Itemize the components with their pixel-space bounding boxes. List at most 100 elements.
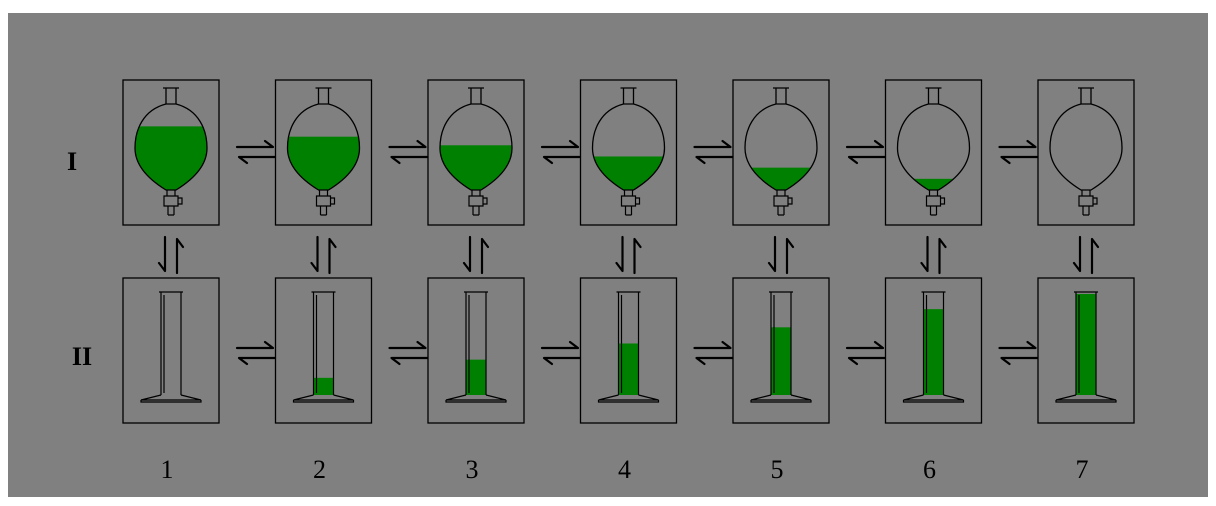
- horizontal-arrows-row2-2: [388, 340, 429, 366]
- funnel-neck: [163, 87, 179, 104]
- stopcock: [925, 190, 946, 216]
- horizontal-arrows-row1-1: [235, 139, 277, 165]
- horizontal-arrows-row2-6: [998, 340, 1039, 366]
- funnel-frame: [1037, 79, 1135, 226]
- funnel-liquid: [897, 178, 970, 190]
- horizontal-arrows-row1-6: [998, 139, 1039, 165]
- row-label-2: II: [72, 342, 92, 371]
- vessel-grid: [122, 79, 1135, 424]
- row-labels: I II: [67, 147, 92, 371]
- column-label-5: 5: [771, 455, 784, 484]
- funnel-neck: [315, 87, 332, 104]
- funnel-frame: [732, 79, 830, 226]
- cylinder-frame: [427, 277, 525, 424]
- funnel-frame: [579, 79, 678, 226]
- stopcock: [773, 190, 793, 216]
- vertical-arrows-5: [767, 235, 795, 275]
- funnel-body: [134, 103, 208, 191]
- cylinder-cell-5: [732, 277, 830, 424]
- cylinder-liquid: [1076, 294, 1096, 395]
- diagram-panel: I II 1 2 3 4 5 6 7: [8, 13, 1208, 497]
- cylinder-frame: [122, 277, 220, 424]
- funnel-cell-5: [732, 79, 830, 226]
- horizontal-arrows-row2-4: [693, 340, 734, 366]
- cylinder-base: [140, 394, 202, 403]
- cylinder-tube: [1074, 291, 1098, 395]
- column-label-7: 7: [1076, 455, 1089, 484]
- funnel-cell-6: [884, 79, 983, 226]
- cylinder-base: [445, 394, 507, 403]
- cylinder-base: [750, 394, 812, 403]
- cylinder-cell-6: [884, 277, 983, 424]
- cylinder-frame: [884, 277, 983, 424]
- cylinder-cell-2: [274, 277, 373, 424]
- horizontal-arrows-row2-3: [540, 340, 582, 366]
- funnel-cell-2: [274, 79, 373, 226]
- stopcock: [620, 190, 641, 216]
- cylinder-base: [1055, 394, 1117, 403]
- column-label-1: 1: [161, 455, 174, 484]
- cylinder-frame: [579, 277, 678, 424]
- funnel-frame: [427, 79, 525, 226]
- stopcock: [163, 190, 183, 216]
- funnel-liquid: [440, 145, 512, 190]
- cylinder-cell-3: [427, 277, 525, 424]
- vertical-arrows-4: [615, 235, 642, 275]
- cylinder-tube: [159, 291, 183, 395]
- funnel-body: [1049, 103, 1123, 191]
- funnel-cell-3: [427, 79, 525, 226]
- cylinder-liquid: [618, 343, 639, 395]
- column-labels: 1 2 3 4 5 6 7: [161, 455, 1089, 484]
- cylinder-frame: [732, 277, 830, 424]
- funnel-body: [591, 103, 666, 191]
- funnel-frame: [122, 79, 220, 226]
- cylinder-frame: [1037, 277, 1135, 424]
- cylinder-frame: [274, 277, 373, 424]
- cylinder-base: [597, 394, 660, 403]
- horizontal-arrows-row1-5: [845, 139, 887, 165]
- funnel-liquid: [592, 156, 665, 190]
- column-label-6: 6: [923, 455, 936, 484]
- funnel-neck: [620, 87, 637, 104]
- vertical-arrows-2: [310, 235, 337, 275]
- cylinder-liquid: [313, 377, 334, 395]
- funnel-body: [439, 103, 513, 191]
- funnel-neck: [773, 87, 789, 104]
- cylinder-liquid: [923, 309, 944, 395]
- arrow-layer: [157, 139, 1100, 366]
- cylinder-liquid: [466, 359, 486, 395]
- funnel-body: [896, 103, 971, 191]
- stopcock: [315, 190, 336, 216]
- cylinder-cell-7: [1037, 277, 1135, 424]
- funnel-liquid: [287, 136, 360, 190]
- cylinder-tube: [311, 291, 336, 395]
- cylinder-base: [292, 394, 355, 403]
- cylinder-tube: [921, 291, 946, 395]
- row-label-1: I: [67, 147, 77, 176]
- column-label-3: 3: [466, 455, 479, 484]
- funnel-frame: [274, 79, 373, 226]
- column-label-4: 4: [618, 455, 631, 484]
- funnel-cell-4: [579, 79, 678, 226]
- horizontal-arrows-row2-1: [235, 340, 277, 366]
- funnel-liquid: [135, 126, 207, 190]
- funnel-neck: [468, 87, 484, 104]
- funnel-neck: [925, 87, 942, 104]
- cylinder-tube: [464, 291, 488, 395]
- vertical-arrows-7: [1072, 235, 1100, 275]
- funnel-cell-7: [1037, 79, 1135, 226]
- vertical-arrows-6: [920, 235, 947, 275]
- horizontal-arrows-row1-4: [693, 139, 734, 165]
- column-label-2: 2: [313, 455, 326, 484]
- stopcock: [1078, 190, 1098, 216]
- cylinder-tube: [616, 291, 641, 395]
- funnel-body: [744, 103, 818, 191]
- funnel-frame: [884, 79, 983, 226]
- funnel-body: [286, 103, 361, 191]
- cylinder-base: [902, 394, 965, 403]
- vertical-arrows-1: [157, 235, 185, 275]
- cylinder-cell-4: [579, 277, 678, 424]
- cylinder-liquid: [771, 327, 791, 395]
- horizontal-arrows-row1-3: [540, 139, 582, 165]
- funnel-cell-1: [122, 79, 220, 226]
